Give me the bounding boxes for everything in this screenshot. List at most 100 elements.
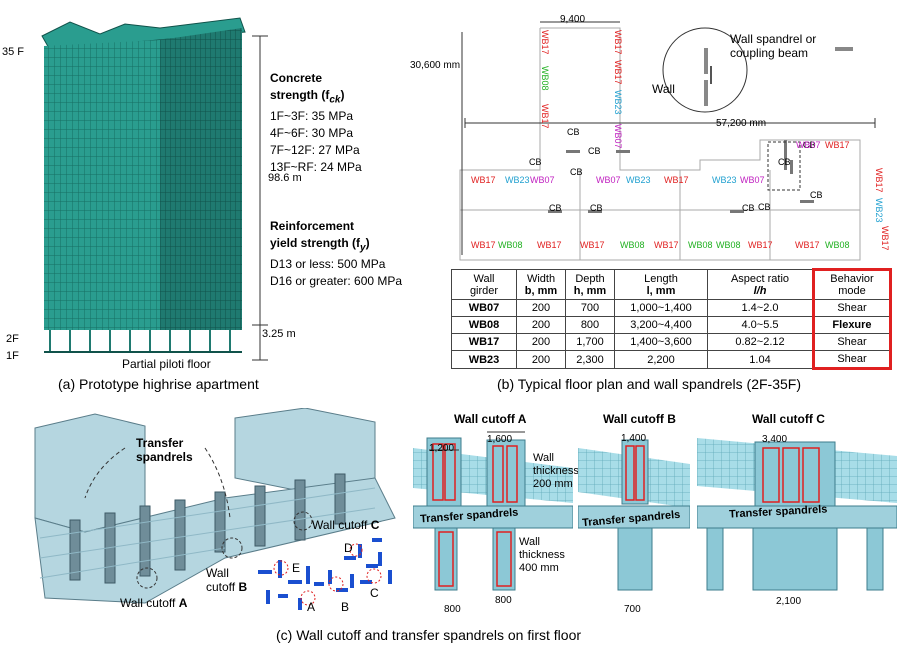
cutoff-b-label: Wall cutoff B <box>206 566 248 594</box>
wall-cutoff-plan <box>258 538 392 610</box>
concrete-line: 1F~3F: 35 MPa <box>270 109 354 124</box>
concrete-line: 13F~RF: 24 MPa <box>270 160 362 175</box>
wb-label-vertical: WB17 <box>874 168 884 193</box>
dim-height: 30,600 mm <box>410 60 461 71</box>
wb-label: WB08 <box>716 240 741 250</box>
detail-c-dim1: 3,400 <box>762 434 788 445</box>
rebar-strength-block: Reinforcement yield strength (fy) D13 or… <box>270 218 402 290</box>
detail-a-dim2: 1,600 <box>487 434 513 445</box>
floor-label-1f: 1F <box>6 350 19 362</box>
wb-label-vertical: WB23 <box>874 198 884 223</box>
plan-letter-e: E <box>292 561 301 575</box>
transfer-spandrels-label: Transfer spandrels <box>136 436 193 464</box>
wb-label-vertical: WB17 <box>613 30 623 55</box>
rebar-title-2: yield strength (fy) <box>270 236 370 254</box>
wb-label: WB17 <box>825 140 850 150</box>
caption-b: (b) Typical floor plan and wall spandrel… <box>497 376 801 392</box>
detail-a-dim1: 1,200 <box>429 443 455 454</box>
wb-label-vertical: WB17 <box>540 30 550 55</box>
wb-label-vertical: WB08 <box>540 66 550 91</box>
legend-spandrel-label: Wall spandrel or coupling beam <box>730 32 817 60</box>
wb-label: WB07 <box>740 175 765 185</box>
wb-label-vertical: WB17 <box>880 226 890 251</box>
cb-label: CB <box>758 202 771 212</box>
cb-label: CB <box>810 190 823 200</box>
concrete-title-2: strength (fck) <box>270 88 345 106</box>
wb-label: WB07 <box>796 140 821 150</box>
table-row: WB08 200 800 3,200~4,400 4.0~5.5 Flexure <box>451 316 892 334</box>
wb-label: WB07 <box>530 175 555 185</box>
dim-top: 9,400 <box>560 14 586 25</box>
piloti-label: Partial piloti floor <box>122 357 211 371</box>
wb-label: WB23 <box>626 175 651 185</box>
plan-letter-d: D <box>344 541 353 555</box>
caption-c: (c) Wall cutoff and transfer spandrels o… <box>276 627 582 643</box>
height-first-label: 3.25 m <box>262 328 296 340</box>
wb-label: WB08 <box>688 240 713 250</box>
detail-a-thickness-2: Wall thickness 400 mm <box>519 536 565 574</box>
cb-label: CB <box>803 140 816 150</box>
floor-plan <box>459 21 876 261</box>
plan-letter-b: B <box>341 600 350 614</box>
wb-label-vertical: WB17 <box>540 104 550 129</box>
cb-label: CB <box>567 127 580 137</box>
detail-b-title: Wall cutoff B <box>603 412 676 426</box>
caption-a: (a) Prototype highrise apartment <box>58 376 259 392</box>
rebar-line: D16 or greater: 600 MPa <box>270 274 403 289</box>
detail-a-bot2: 800 <box>495 595 512 606</box>
wb-label: WB17 <box>471 240 496 250</box>
rebar-title-1: Reinforcement <box>270 219 355 233</box>
height-total-label: 98.6 m <box>268 172 302 184</box>
detail-b-bot1: 700 <box>624 604 641 615</box>
concrete-title-1: Concrete <box>270 71 323 85</box>
height-dimension-line <box>252 35 268 361</box>
detail-a-bot1: 800 <box>444 604 461 615</box>
cb-label: CB <box>742 203 755 213</box>
wb-label: WB17 <box>580 240 605 250</box>
detail-c-bot1: 2,100 <box>776 596 802 607</box>
plan-letter-a: A <box>307 600 316 614</box>
table-row: WB23 200 2,300 2,200 1.04 Shear <box>451 350 892 370</box>
detail-a-title: Wall cutoff A <box>454 412 527 426</box>
floor-label-35f: 35 F <box>2 46 25 58</box>
wb-label: WB23 <box>712 175 737 185</box>
cb-label: CB <box>549 203 562 213</box>
concrete-line: 4F~6F: 30 MPa <box>270 126 354 141</box>
cb-label: CB <box>529 157 542 167</box>
cb-label: CB <box>588 146 601 156</box>
detail-b-render <box>578 439 690 591</box>
wb-label: WB17 <box>748 240 773 250</box>
cutoff-c-label: Wall cutoff C <box>312 518 380 532</box>
detail-c-render <box>697 438 897 591</box>
legend-wall-label: Wall <box>652 82 675 96</box>
first-floor-3d-model <box>34 408 396 604</box>
dim-width: 57,200 mm <box>716 118 767 129</box>
rebar-line: D13 or less: 500 MPa <box>270 257 386 272</box>
cb-label: CB <box>570 167 583 177</box>
wb-label: WB08 <box>620 240 645 250</box>
detail-b-dim1: 1,400 <box>621 433 647 444</box>
table-row: WB17 200 1,700 1,400~3,600 0.82~2.12 She… <box>451 333 892 351</box>
cb-label: CB <box>778 157 791 167</box>
concrete-line: 7F~12F: 27 MPa <box>270 143 360 158</box>
detail-a-thickness-1: Wall thickness 200 mm <box>533 452 579 490</box>
wb-label: WB08 <box>825 240 850 250</box>
wb-label: WB23 <box>505 175 530 185</box>
wb-label: WB17 <box>537 240 562 250</box>
wb-label: WB17 <box>654 240 679 250</box>
cb-label: CB <box>590 203 603 213</box>
wb-label: WB17 <box>471 175 496 185</box>
cutoff-a-label: Wall cutoff A <box>120 596 188 610</box>
floor-label-2f: 2F <box>6 333 19 345</box>
table-row: WB07 200 700 1,000~1,400 1.4~2.0 Shear <box>451 299 892 317</box>
wb-label-vertical: WB23 <box>613 90 623 115</box>
building-3d-model <box>41 17 246 353</box>
